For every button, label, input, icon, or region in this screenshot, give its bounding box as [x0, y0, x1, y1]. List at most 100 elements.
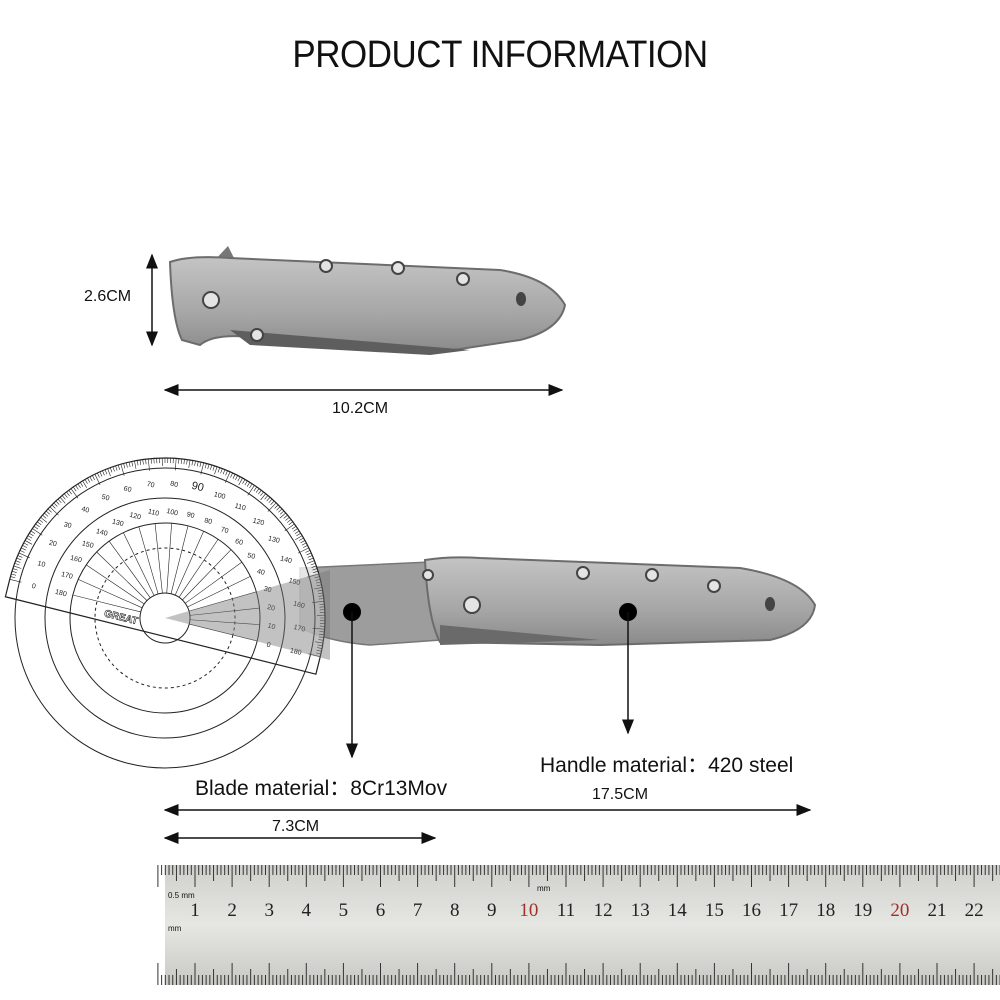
- protractor-spoke: [185, 561, 243, 604]
- protractor-tick: [260, 491, 264, 497]
- protractor-tick: [49, 506, 59, 516]
- protractor-tick: [188, 459, 191, 468]
- protractor-tick: [11, 573, 17, 576]
- protractor-tick: [319, 625, 325, 627]
- protractor-tick: [311, 565, 317, 568]
- protractor-spoke: [170, 525, 189, 594]
- protractor-spoke: [166, 523, 172, 594]
- page-title: PRODUCT INFORMATION: [292, 34, 708, 76]
- protractor-tick: [14, 562, 20, 566]
- protractor-tick: [319, 612, 325, 613]
- protractor-tick: [120, 464, 125, 476]
- protractor-label: 70: [220, 526, 229, 535]
- protractor-tick: [26, 537, 31, 541]
- protractor-label: 160: [69, 555, 82, 565]
- ruler-number: 14: [667, 900, 687, 921]
- protractor-tick: [253, 486, 258, 492]
- ruler-number: 16: [742, 900, 761, 921]
- protractor-image: 0102030405060708090100110120130140150160…: [4, 457, 326, 769]
- protractor-tick: [79, 482, 84, 487]
- protractor-tick: [89, 476, 93, 482]
- protractor-label: 30: [263, 586, 272, 595]
- protractor-tick: [84, 479, 88, 484]
- screw-icon: [576, 566, 590, 580]
- ruler-number: 3: [264, 900, 274, 921]
- protractor-tick: [317, 647, 323, 649]
- protractor-spoke: [189, 619, 260, 625]
- protractor-tick: [294, 530, 300, 534]
- protractor-tick: [214, 466, 218, 475]
- ruler-unit-bottom: mm: [168, 924, 182, 933]
- screw-icon: [645, 568, 659, 582]
- protractor-label: 170: [60, 571, 73, 581]
- protractor-tick: [212, 465, 215, 471]
- protractor-tick: [302, 545, 308, 548]
- blade-length-label: 7.3CM: [272, 818, 320, 835]
- ruler-number: 1: [190, 900, 200, 921]
- protractor-tick: [164, 458, 166, 463]
- screw-icon: [456, 272, 470, 286]
- protractor-tick: [319, 606, 325, 608]
- protractor-tick: [55, 500, 60, 505]
- protractor-tick: [199, 462, 202, 468]
- protractor-tick: [318, 595, 324, 597]
- protractor-tick: [68, 490, 72, 495]
- protractor-tick: [35, 523, 40, 528]
- protractor-tick: [9, 579, 22, 583]
- protractor-tick: [210, 464, 213, 470]
- protractor-tick: [308, 653, 321, 657]
- protractor-tick: [115, 465, 118, 471]
- protractor-tick: [33, 525, 39, 530]
- protractor-tick: [15, 560, 21, 563]
- protractor-tick: [191, 460, 194, 466]
- ruler-image: [157, 865, 1000, 985]
- protractor-tick: [232, 474, 236, 479]
- protractor-tick: [17, 555, 23, 558]
- ruler-number: 8: [449, 900, 460, 921]
- protractor-tick: [318, 598, 324, 600]
- ruler-number: 12: [593, 900, 613, 921]
- protractor-tick: [70, 488, 79, 499]
- protractor-tick: [306, 552, 312, 556]
- length-label: 10.2CM: [332, 400, 389, 417]
- protractor-tick: [72, 486, 77, 492]
- protractor-label: 100: [213, 491, 226, 501]
- total-length-label: 17.5CM: [592, 786, 649, 803]
- screw-icon: [319, 259, 333, 273]
- screw-icon: [422, 569, 434, 581]
- protractor-spoke: [174, 531, 204, 596]
- protractor-tick: [77, 483, 81, 489]
- screw-icon: [707, 579, 721, 593]
- protractor-tick: [278, 508, 283, 513]
- protractor-tick: [268, 498, 273, 504]
- protractor-tick: [305, 550, 311, 553]
- protractor-tick: [107, 468, 111, 477]
- protractor-tick: [222, 469, 226, 475]
- protractor-label: 60: [234, 538, 243, 547]
- protractor-tick: [315, 652, 321, 655]
- ruler-number: 9: [487, 900, 497, 921]
- protractor-tick: [47, 508, 52, 513]
- protractor-tick: [22, 545, 28, 548]
- protractor-tick: [301, 542, 307, 546]
- open-knife-image: [299, 556, 817, 647]
- protractor-tick: [315, 641, 324, 644]
- protractor-tick: [307, 573, 319, 578]
- protractor-tick: [314, 576, 320, 579]
- protractor-tick: [109, 467, 113, 473]
- protractor-tick: [42, 514, 47, 519]
- protractor-tick: [194, 460, 196, 466]
- protractor-tick: [175, 458, 177, 471]
- protractor-tick: [204, 463, 207, 469]
- protractor-tick: [258, 490, 262, 495]
- protractor-tick: [156, 458, 158, 464]
- protractor-tick: [266, 497, 271, 502]
- protractor-label: 20: [48, 540, 57, 549]
- protractor-tick: [147, 458, 150, 471]
- protractor-tick: [316, 649, 322, 652]
- ruler-number: 10: [519, 900, 539, 921]
- protractor-tick: [297, 547, 309, 554]
- protractor-label: 90: [186, 511, 195, 520]
- protractor-label: 150: [288, 577, 301, 587]
